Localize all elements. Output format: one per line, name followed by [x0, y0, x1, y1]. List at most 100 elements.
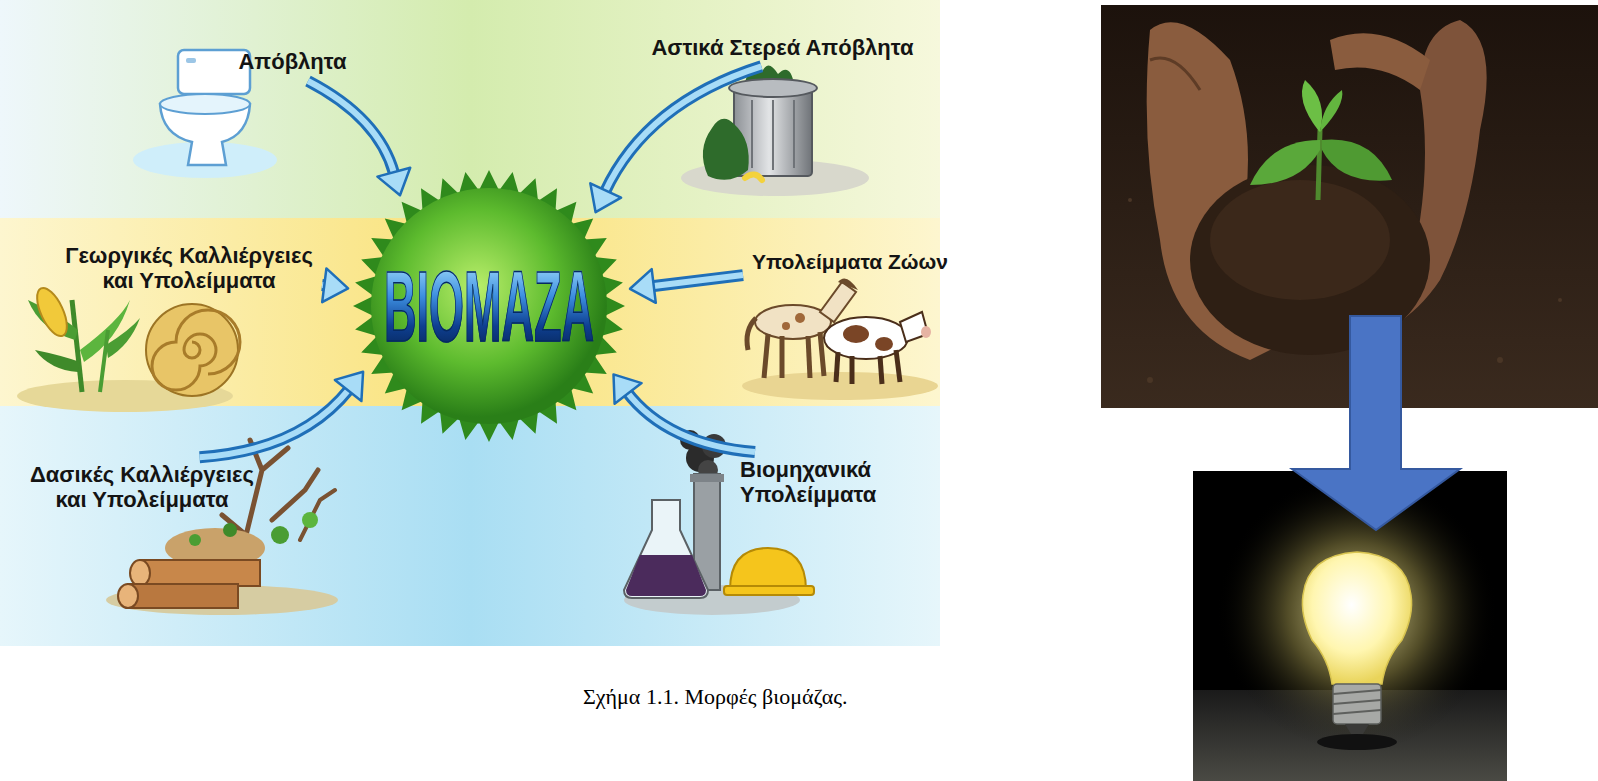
trash-can-icon-part — [729, 79, 817, 97]
soil-photo-part — [1128, 198, 1132, 202]
arrow-head — [335, 372, 363, 401]
crops-icon-part — [35, 350, 80, 372]
biomass-circle: ΒΙΟΜΑΖΑ — [351, 168, 627, 444]
bulb-photo-part — [1333, 684, 1381, 724]
bulb-photo-part — [1345, 724, 1369, 734]
animals-icon-part — [921, 326, 931, 338]
node-label: Υπολείμματα Ζώων — [751, 250, 949, 274]
forest-icon-part — [128, 584, 238, 608]
industry-icon-part — [626, 555, 706, 596]
animals-icon-part — [838, 278, 858, 290]
animals-icon-part — [820, 282, 856, 322]
arrow-shaft — [308, 81, 394, 174]
soil-photo-part — [1210, 180, 1390, 300]
arrow-shaft — [605, 66, 762, 192]
crops-icon — [17, 284, 240, 412]
arrow-head — [614, 374, 642, 403]
toilet-icon-part — [160, 94, 250, 114]
bulb-photo-part — [1317, 734, 1397, 750]
arrow-shaft-fill — [308, 81, 394, 174]
arrow-shaft — [627, 392, 755, 452]
down-arrow — [1292, 316, 1460, 530]
crops-icon-part — [72, 300, 82, 392]
animals-icon-part — [875, 337, 893, 351]
animals-icon-part — [808, 336, 810, 378]
source-label: Υπολείμματα Ζώων — [749, 248, 951, 276]
bulb-photo — [1193, 471, 1507, 781]
soil-photo-part — [1320, 90, 1342, 132]
animals-icon-part — [764, 334, 768, 378]
animals-icon-part — [780, 336, 785, 378]
arrow-head — [630, 269, 656, 303]
down-arrow-part — [1292, 316, 1460, 530]
flow-arrow — [322, 268, 348, 302]
bulb-photo-part — [1333, 710, 1381, 714]
burst-spikes — [353, 170, 625, 442]
arrow-shaft-fill — [627, 392, 755, 452]
node-label: Δασικές Καλλιέργειες και Υπολείμματα — [29, 462, 255, 513]
crops-icon-part — [100, 330, 108, 392]
soil-photo-part — [1250, 140, 1320, 185]
crops-icon-part — [152, 310, 240, 390]
source-label: Γεωργικές Καλλιέργειες και Υπολείμματα — [62, 241, 316, 296]
soil-photo-part — [1302, 80, 1322, 132]
forest-icon-part — [140, 560, 260, 586]
node-label: Βιομηχανικά Υπολείμματα — [740, 457, 880, 508]
forest-icon-part — [189, 534, 201, 546]
arrow-shaft-fill — [652, 275, 743, 286]
trash-can-icon-part — [703, 119, 749, 180]
background-bands-part — [0, 406, 940, 646]
animals-icon-part — [880, 356, 882, 384]
arrow-shaft — [652, 275, 743, 286]
forest-icon-part — [223, 523, 237, 537]
animals-icon-part — [795, 313, 805, 323]
industry-icon-part — [724, 586, 814, 595]
forest-icon-part — [118, 584, 138, 608]
soil-photo-part — [1330, 33, 1430, 90]
trash-can-icon-part — [772, 100, 774, 170]
flow-arrow — [630, 269, 743, 303]
bulb-photo-part — [1302, 552, 1411, 684]
toilet-icon-part — [186, 58, 196, 63]
background-bands — [0, 0, 940, 646]
node-label: Γεωργικές Καλλιέργειες και Υπολείμματα — [64, 243, 314, 294]
animals-icon-part — [896, 350, 900, 382]
bulb-photo-part — [1333, 700, 1381, 704]
flow-arrow — [200, 372, 364, 457]
arrow-shaft-fill — [605, 66, 762, 192]
crops-icon-part — [106, 318, 140, 358]
forest-icon-part — [302, 512, 318, 528]
forest-icon-part — [130, 560, 150, 586]
industry-icon-part — [624, 500, 708, 598]
trash-can-icon-part — [745, 174, 762, 180]
source-label: Απόβλητα — [235, 47, 350, 76]
animals-icon — [742, 278, 938, 400]
node-title: ΒΙΟΜΑΖΑ — [384, 256, 594, 356]
animals-icon-part — [782, 322, 790, 330]
flow-arrow — [614, 374, 756, 452]
arrow-shaft — [200, 389, 350, 457]
source-label: Δασικές Καλλιέργειες και Υπολείμματα — [27, 460, 257, 515]
bulb-photo-part — [1193, 471, 1507, 781]
soil-photo-part — [1322, 140, 1392, 181]
node-label: Αστικά Στερεά Απόβλητα — [650, 35, 915, 60]
bulb-photo-part — [1333, 690, 1381, 694]
soil-photo-part — [1497, 357, 1503, 363]
crops-icon-part — [31, 284, 73, 340]
flow-arrow — [590, 66, 761, 212]
burst-ball — [371, 188, 607, 424]
animals-icon-part — [747, 318, 756, 350]
arrow-shaft-fill — [200, 389, 350, 457]
arrow-head — [322, 268, 348, 302]
node-label: Απόβλητα — [237, 49, 348, 74]
source-label: Βιομηχανικά Υπολείμματα — [738, 455, 882, 510]
soil-photo-part — [1150, 58, 1200, 90]
animals-icon-part — [850, 356, 855, 384]
soil-photo-part — [1558, 298, 1562, 302]
animals-icon-part — [836, 352, 838, 382]
flow-arrow — [308, 81, 410, 195]
forest-icon-part — [106, 585, 338, 615]
